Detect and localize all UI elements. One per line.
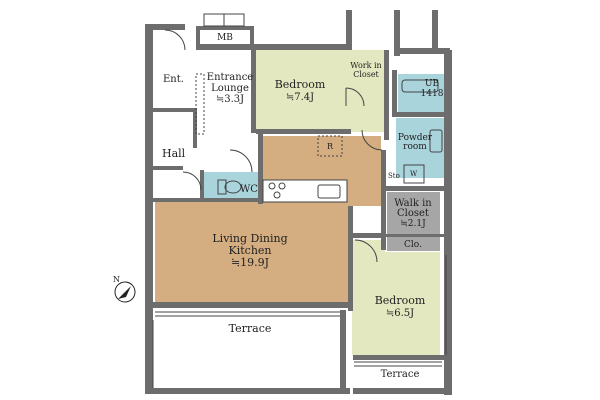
- door-swing-icon: [182, 171, 202, 191]
- door-swing-icon: [354, 239, 378, 263]
- terrace-small-label: Terrace: [381, 369, 420, 380]
- compass-north-label: N: [113, 275, 120, 284]
- ldk-floor: [155, 136, 381, 305]
- bedroom-bottom-floor: [352, 240, 440, 355]
- bedroom-top-size: ≒7.4J: [286, 92, 314, 103]
- toilet-icon: [217, 179, 242, 195]
- wic-label-line2: Closet: [397, 208, 429, 219]
- clo-label: Clo.: [404, 240, 422, 250]
- ub-label: UB: [425, 79, 440, 89]
- work-in-closet-line2: Closet: [353, 70, 379, 79]
- room-labels: MB Ent. Entrance Lounge ≒3.3J Hall WC Be…: [162, 33, 444, 380]
- kitchen-counter: [262, 179, 348, 203]
- bathtub-icon: [401, 79, 439, 93]
- wic-floor: [387, 192, 440, 234]
- door-swing-icon: [229, 149, 253, 173]
- sto-label: Sto: [388, 172, 400, 180]
- lounge-label-line2: Lounge: [211, 83, 249, 94]
- wc-label: WC: [240, 184, 258, 195]
- r-label: R: [327, 142, 334, 151]
- wic-size: ≒2.1J: [400, 219, 426, 229]
- washer-icon: [403, 164, 425, 184]
- clo-floor: [387, 236, 440, 251]
- bedroom-top-label: Bedroom: [275, 78, 326, 91]
- wc-floor: [203, 172, 258, 202]
- room-fills: [155, 50, 444, 355]
- ub-code: 1418: [421, 89, 444, 99]
- ldk-label-line2: Kitchen: [229, 244, 272, 257]
- w-label: W: [410, 170, 418, 178]
- stove-icon: [268, 182, 286, 199]
- wic-label-line1: Walk in: [394, 198, 432, 209]
- sink-icon: [317, 184, 341, 199]
- bedroom-top-floor: [255, 50, 385, 132]
- hall-label: Hall: [162, 147, 186, 160]
- walls: [145, 10, 452, 395]
- bedroom-bottom-label: Bedroom: [375, 294, 426, 307]
- compass: N: [113, 275, 136, 303]
- door-swing-icon: [345, 87, 365, 107]
- terrace-main-label: Terrace: [229, 322, 272, 335]
- details: [152, 13, 447, 388]
- lounge-size: ≒3.3J: [216, 94, 244, 105]
- sink-icon: [429, 129, 443, 153]
- bedroom-bottom-size: ≒6.5J: [386, 308, 414, 319]
- ldk-size: ≒19.9J: [231, 256, 269, 269]
- lounge-label-line1: Entrance: [207, 72, 254, 83]
- mb-label: MB: [217, 33, 233, 43]
- compass-circle: [114, 281, 136, 303]
- work-in-closet-line1: Work in: [350, 61, 381, 70]
- compass-arrow-icon: [118, 286, 131, 299]
- door-swing-icon: [361, 129, 383, 151]
- powder-label-line2: room: [403, 142, 427, 152]
- ldk-label-line1: Living Dining: [212, 232, 287, 245]
- door-swing-icon: [164, 29, 186, 51]
- refrigerator-space: [317, 135, 343, 157]
- ent-label: Ent.: [163, 74, 184, 85]
- powder-label-line1: Powder: [398, 133, 433, 143]
